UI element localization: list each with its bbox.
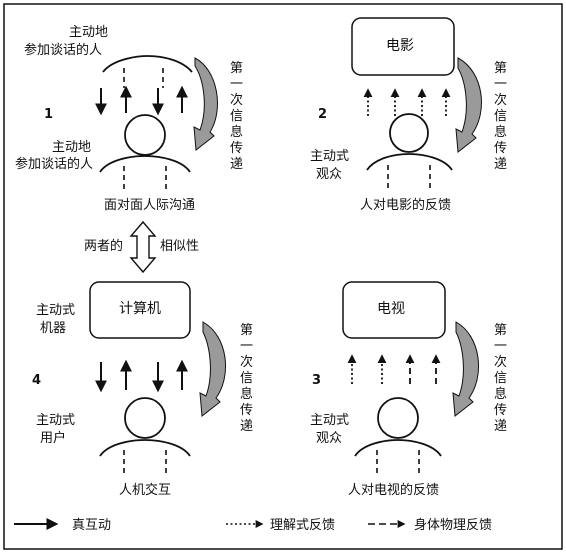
machine-label-line2: 机器 bbox=[40, 321, 66, 336]
svg-text:一: 一 bbox=[494, 77, 507, 92]
tv-box bbox=[342, 281, 446, 339]
machine-label-line1: 主动式 bbox=[36, 303, 75, 318]
svg-text:次: 次 bbox=[494, 92, 507, 108]
svg-text:一: 一 bbox=[230, 77, 243, 92]
user-torso bbox=[99, 439, 191, 457]
computer-box bbox=[89, 281, 191, 339]
tv-viewer-torso bbox=[354, 439, 442, 457]
svg-text:传: 传 bbox=[494, 403, 507, 418]
svg-text:一: 一 bbox=[240, 339, 253, 354]
movie-box bbox=[351, 17, 455, 76]
bottom-person-torso bbox=[99, 155, 191, 173]
legend-true-interaction: 真互动 bbox=[72, 518, 111, 533]
panel1-caption: 面对面人际沟通 bbox=[104, 198, 195, 213]
user-label-line1: 主动式 bbox=[36, 413, 75, 428]
panel3-number: 3 bbox=[312, 373, 321, 388]
bottom-person-head bbox=[124, 114, 166, 156]
movie-box-label: 电影 bbox=[386, 38, 414, 54]
curved-arrow-2 bbox=[455, 57, 482, 153]
panel3-caption: 人对电视的反馈 bbox=[348, 482, 439, 498]
panel-tv: 电视 主动式 观众 3 人对电视的反馈 第 一 次 信 息 传 递 bbox=[310, 281, 507, 498]
svg-text:次: 次 bbox=[230, 92, 243, 108]
side-label-3: 第 一 次 信 息 传 递 bbox=[494, 323, 507, 434]
svg-text:信: 信 bbox=[494, 371, 507, 386]
svg-text:信: 信 bbox=[240, 371, 253, 386]
tv-viewer-head bbox=[377, 397, 419, 439]
similarity-indicator: 两者的 相似性 bbox=[84, 220, 199, 274]
svg-text:递: 递 bbox=[494, 419, 507, 434]
outer-frame bbox=[3, 3, 563, 550]
user-label-line2: 用户 bbox=[40, 430, 66, 446]
svg-text:信: 信 bbox=[494, 109, 507, 124]
curved-arrow-1 bbox=[193, 57, 218, 151]
svg-text:次: 次 bbox=[240, 354, 253, 370]
panel2-number: 2 bbox=[318, 107, 327, 122]
movie-viewer-torso bbox=[366, 153, 453, 171]
top-person-label-line1: 主动地 bbox=[69, 25, 108, 40]
panel-face-to-face: 主动地 参加谈话的人 主动地 参加谈话的人 1 面对面人际沟通 第 一 次 信 … bbox=[15, 25, 243, 213]
movie-viewer-label-line2: 观众 bbox=[316, 167, 342, 182]
similarity-right: 相似性 bbox=[160, 239, 199, 254]
movie-viewer-head bbox=[389, 113, 429, 153]
panel4-number: 4 bbox=[32, 373, 41, 388]
user-head bbox=[124, 397, 166, 439]
curved-arrow-3 bbox=[452, 321, 480, 417]
double-arrow bbox=[129, 220, 157, 274]
panel-movie: 电影 主动式 观众 2 人对电影的反馈 第 一 次 信 息 传 递 bbox=[310, 17, 507, 213]
svg-text:息: 息 bbox=[494, 124, 507, 140]
svg-text:第: 第 bbox=[240, 323, 253, 338]
svg-text:一: 一 bbox=[494, 339, 507, 354]
svg-text:传: 传 bbox=[240, 403, 253, 418]
tv-box-label: 电视 bbox=[377, 301, 405, 317]
svg-text:息: 息 bbox=[240, 386, 253, 402]
panel2-caption: 人对电影的反馈 bbox=[360, 197, 451, 213]
movie-viewer-label-line1: 主动式 bbox=[310, 149, 349, 164]
svg-text:次: 次 bbox=[494, 354, 507, 370]
svg-text:信: 信 bbox=[230, 109, 243, 124]
svg-text:递: 递 bbox=[494, 157, 507, 172]
svg-text:传: 传 bbox=[230, 141, 243, 156]
panel-computer: 计算机 主动式 机器 主动式 用户 4 人机交互 第 一 次 信 息 传 递 bbox=[32, 281, 253, 498]
svg-text:息: 息 bbox=[494, 386, 507, 402]
computer-box-label: 计算机 bbox=[119, 301, 161, 317]
tv-viewer-label-line1: 主动式 bbox=[310, 413, 349, 428]
svg-text:递: 递 bbox=[240, 419, 253, 434]
similarity-left: 两者的 bbox=[84, 238, 123, 254]
svg-text:递: 递 bbox=[230, 157, 243, 172]
top-person-label-line2: 参加谈话的人 bbox=[24, 42, 102, 58]
svg-text:第: 第 bbox=[494, 61, 507, 76]
tv-viewer-label-line2: 观众 bbox=[316, 431, 342, 446]
svg-text:息: 息 bbox=[230, 124, 243, 140]
curved-arrow-4 bbox=[199, 321, 227, 417]
bottom-person-label-line1: 主动地 bbox=[52, 140, 91, 155]
side-label-4: 第 一 次 信 息 传 递 bbox=[240, 323, 253, 434]
side-label-1: 第 一 次 信 息 传 递 bbox=[230, 61, 243, 172]
legend-physical-feedback: 身体物理反馈 bbox=[414, 517, 492, 533]
bottom-person-label-line2: 参加谈话的人 bbox=[15, 156, 93, 172]
panel4-caption: 人机交互 bbox=[119, 482, 171, 498]
side-label-2: 第 一 次 信 息 传 递 bbox=[494, 61, 507, 172]
legend: 真互动 理解式反馈 身体物理反馈 bbox=[14, 517, 492, 533]
svg-text:第: 第 bbox=[494, 323, 507, 338]
svg-text:第: 第 bbox=[230, 61, 243, 76]
svg-text:传: 传 bbox=[494, 141, 507, 156]
panel1-number: 1 bbox=[44, 107, 53, 122]
top-person-torso bbox=[102, 55, 193, 73]
legend-understanding-feedback: 理解式反馈 bbox=[270, 518, 335, 533]
